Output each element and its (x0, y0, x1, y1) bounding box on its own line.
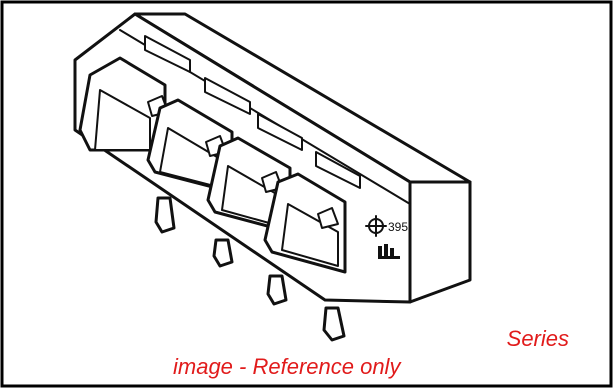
certification-mark-icon (378, 244, 400, 259)
pins (154, 196, 346, 342)
terminal-block-connector (73, 12, 472, 342)
series-label: Series (506, 326, 569, 351)
reference-note: image - Reference only (173, 354, 401, 379)
terminal-slot-4 (263, 151, 361, 274)
terminal-slot-1 (78, 35, 191, 152)
marking-number: 395 (388, 220, 408, 234)
pin-1 (154, 196, 176, 234)
pin-3 (266, 274, 288, 306)
crosshair-marking-icon (365, 215, 387, 237)
pin-4 (322, 306, 346, 342)
pin-2 (212, 238, 234, 268)
housing-end-face (408, 180, 472, 304)
